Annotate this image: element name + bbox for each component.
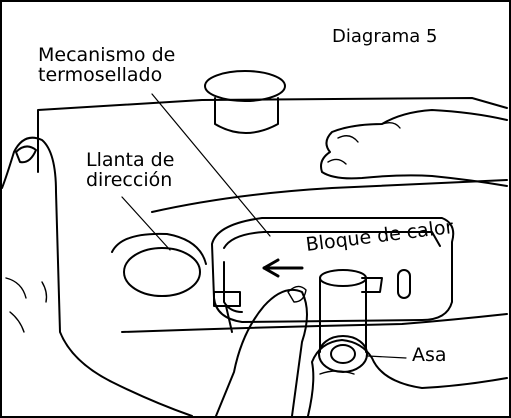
lower-hand [215, 288, 308, 416]
knob-top [204, 70, 286, 102]
label-heat-seal-mechanism: Mecanismo de termosellado [38, 44, 176, 86]
heat-block-slit [361, 277, 383, 293]
label-handle: Asa [410, 344, 449, 366]
upper-right-nails [327, 121, 401, 165]
seal-housing [211, 217, 455, 323]
arrow-left-icon [262, 258, 304, 278]
left-thumb-nail [15, 145, 37, 164]
heat-block-window [397, 269, 411, 299]
seal-housing-inner [223, 231, 441, 249]
handle-end [318, 335, 368, 373]
handle-end-inner [330, 344, 356, 364]
right-lower-hand [307, 339, 508, 416]
machine-front-edge [151, 179, 508, 213]
handle-top [319, 269, 367, 287]
steering-wheel [123, 247, 201, 297]
diagram-title: Diagrama 5 [332, 26, 438, 47]
leader-line-mechanism [151, 93, 271, 237]
steering-wheel-rim [111, 232, 207, 265]
upper-right-hand [320, 109, 508, 187]
knob-stem [214, 97, 279, 134]
seal-bracket-post [225, 305, 233, 333]
machine-lower-edge [121, 313, 508, 333]
leader-line-wheel [121, 196, 171, 251]
handle-bar [319, 277, 367, 353]
seal-slot [223, 261, 243, 313]
left-hand [2, 136, 193, 416]
lower-hand-thumb [287, 285, 307, 303]
machine-body-outline [37, 97, 508, 173]
label-steering-wheel: Llanta de dirección [86, 149, 175, 191]
seal-bracket [213, 291, 241, 307]
leader-line-handle [367, 355, 407, 359]
right-lower-hand-finger [319, 370, 355, 375]
left-hand-knuckles [5, 277, 48, 333]
